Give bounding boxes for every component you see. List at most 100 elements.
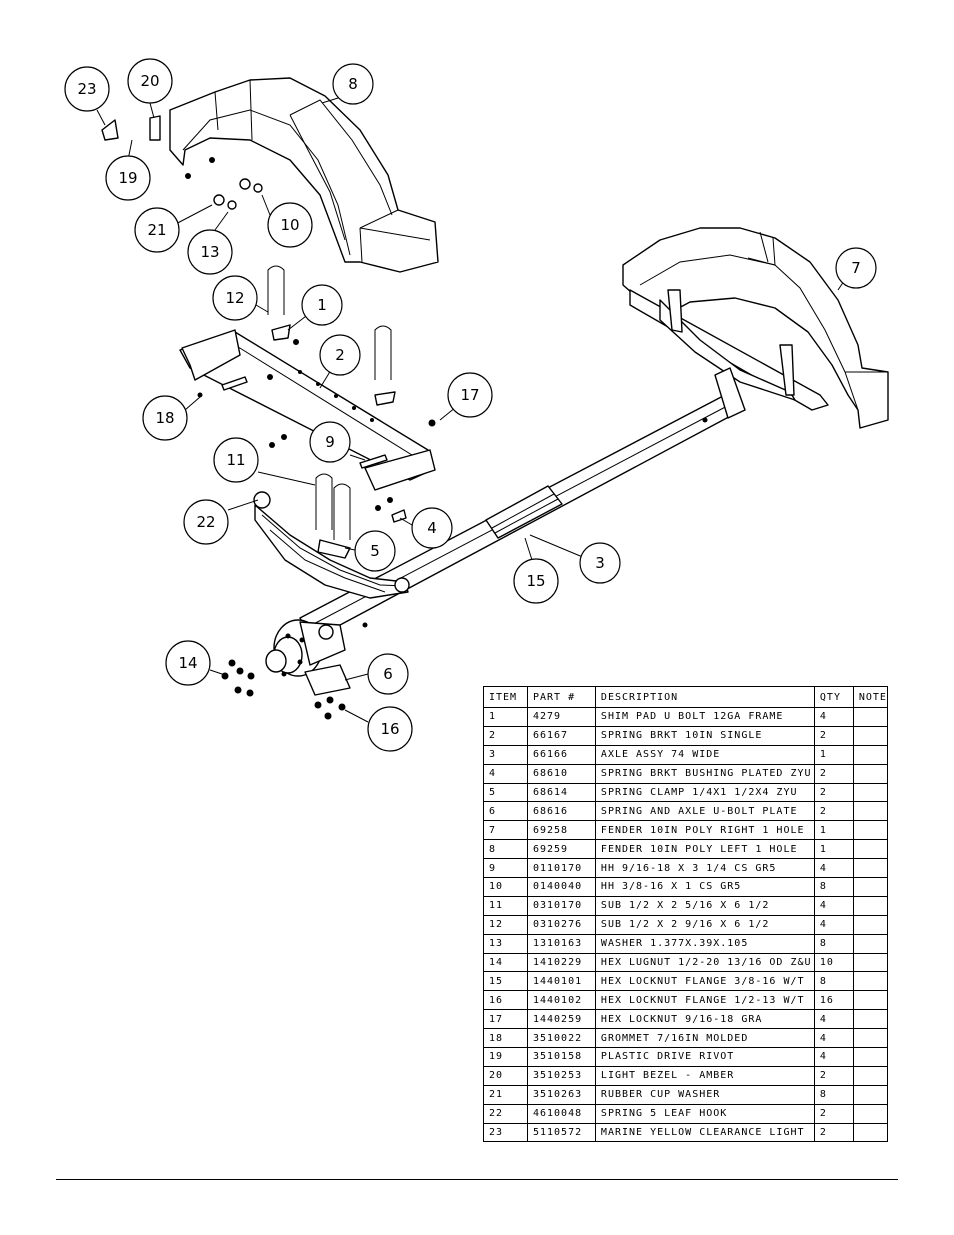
cell-qty: 2 xyxy=(813,1103,854,1124)
cell-part: 0310276 xyxy=(526,914,596,935)
callout-8: 8 xyxy=(332,63,374,105)
hardware xyxy=(101,115,436,720)
svg-text:2: 2 xyxy=(335,346,345,364)
callout-2: 2 xyxy=(319,334,361,376)
cell-part: 0110170 xyxy=(526,858,596,879)
cell-description: GROMMET 7/16IN MOLDED xyxy=(594,1028,815,1049)
cell-note xyxy=(852,933,889,954)
cell-item: 11 xyxy=(483,895,528,916)
cell-description: HH 9/16-18 X 3 1/4 CS GR5 xyxy=(594,858,815,879)
svg-text:20: 20 xyxy=(140,72,159,90)
cell-part: 1440102 xyxy=(526,990,596,1011)
svg-text:13: 13 xyxy=(200,243,219,261)
svg-text:21: 21 xyxy=(147,221,166,239)
svg-text:4: 4 xyxy=(427,519,437,537)
cell-item: 10 xyxy=(483,877,528,897)
cell-description: SUB 1/2 X 2 9/16 X 6 1/2 xyxy=(594,914,815,935)
cell-part: 5110572 xyxy=(526,1122,596,1143)
callout-5: 5 xyxy=(354,530,396,572)
cell-description: FENDER 10IN POLY LEFT 1 HOLE xyxy=(594,839,815,860)
fender-right xyxy=(622,227,889,429)
svg-text:5: 5 xyxy=(370,542,380,560)
cell-qty: 1 xyxy=(813,839,854,860)
cell-description: HEX LUGNUT 1/2-20 13/16 OD Z&U xyxy=(594,952,815,973)
cell-qty: 2 xyxy=(813,763,854,784)
cell-qty: 8 xyxy=(813,933,854,954)
svg-text:9: 9 xyxy=(325,433,335,451)
cell-description: MARINE YELLOW CLEARANCE LIGHT xyxy=(594,1122,815,1143)
cell-part: 3510263 xyxy=(526,1084,596,1105)
cell-part: 1440101 xyxy=(526,971,596,992)
cell-part: 68614 xyxy=(526,782,596,803)
cell-part: 3510022 xyxy=(526,1028,596,1049)
svg-text:12: 12 xyxy=(225,289,244,307)
callout-4: 4 xyxy=(411,507,453,549)
cell-qty: 4 xyxy=(813,1047,854,1067)
cell-note xyxy=(852,1047,889,1067)
svg-text:8: 8 xyxy=(348,75,358,93)
svg-text:7: 7 xyxy=(851,259,861,277)
cell-note xyxy=(852,1028,889,1049)
cell-part: 1310163 xyxy=(526,933,596,954)
table-header-row: ITEM PART # DESCRIPTION QTY NOTE xyxy=(483,686,889,708)
callout-16: 16 xyxy=(367,706,413,752)
cell-part: 1440259 xyxy=(526,1009,596,1030)
cell-part: 4279 xyxy=(526,707,596,727)
cell-item: 15 xyxy=(483,971,528,992)
cell-qty: 1 xyxy=(813,744,854,765)
cell-qty: 4 xyxy=(813,895,854,916)
cell-qty: 8 xyxy=(813,971,854,992)
svg-text:3: 3 xyxy=(595,554,605,572)
cell-qty: 2 xyxy=(813,725,854,746)
cell-qty: 10 xyxy=(813,952,854,973)
cell-part: 69259 xyxy=(526,839,596,860)
callout-14: 14 xyxy=(165,640,211,686)
cell-qty: 8 xyxy=(813,1084,854,1105)
callout-21: 21 xyxy=(134,207,180,253)
cell-item: 20 xyxy=(483,1065,528,1086)
callout-22: 22 xyxy=(183,499,229,545)
cell-part: 69258 xyxy=(526,820,596,841)
cell-part: 3510158 xyxy=(526,1047,596,1067)
leader-lines xyxy=(96,97,847,723)
cell-description: SHIM PAD U BOLT 12GA FRAME xyxy=(594,707,815,727)
cell-description: WASHER 1.377X.39X.105 xyxy=(594,933,815,954)
cell-item: 16 xyxy=(483,990,528,1011)
callout-10: 10 xyxy=(267,202,313,248)
svg-text:11: 11 xyxy=(226,451,245,469)
cell-note xyxy=(852,763,889,784)
cell-item: 6 xyxy=(483,801,528,822)
cell-qty: 16 xyxy=(813,990,854,1011)
cell-item: 17 xyxy=(483,1009,528,1030)
svg-text:10: 10 xyxy=(280,216,299,234)
callout-17: 17 xyxy=(447,372,493,418)
cell-item: 22 xyxy=(483,1103,528,1124)
cell-note xyxy=(852,914,889,935)
cell-description: SPRING BRKT BUSHING PLATED ZYU xyxy=(594,763,815,784)
cell-note xyxy=(852,1122,889,1143)
cell-qty: 2 xyxy=(813,801,854,822)
cell-item: 8 xyxy=(483,839,528,860)
callout-6: 6 xyxy=(367,653,409,695)
col-item: ITEM xyxy=(483,686,528,708)
cell-note xyxy=(852,895,889,916)
svg-text:23: 23 xyxy=(77,80,96,98)
col-qty: QTY xyxy=(813,686,854,708)
cell-note xyxy=(852,1009,889,1030)
col-part-number: PART # xyxy=(526,686,596,708)
